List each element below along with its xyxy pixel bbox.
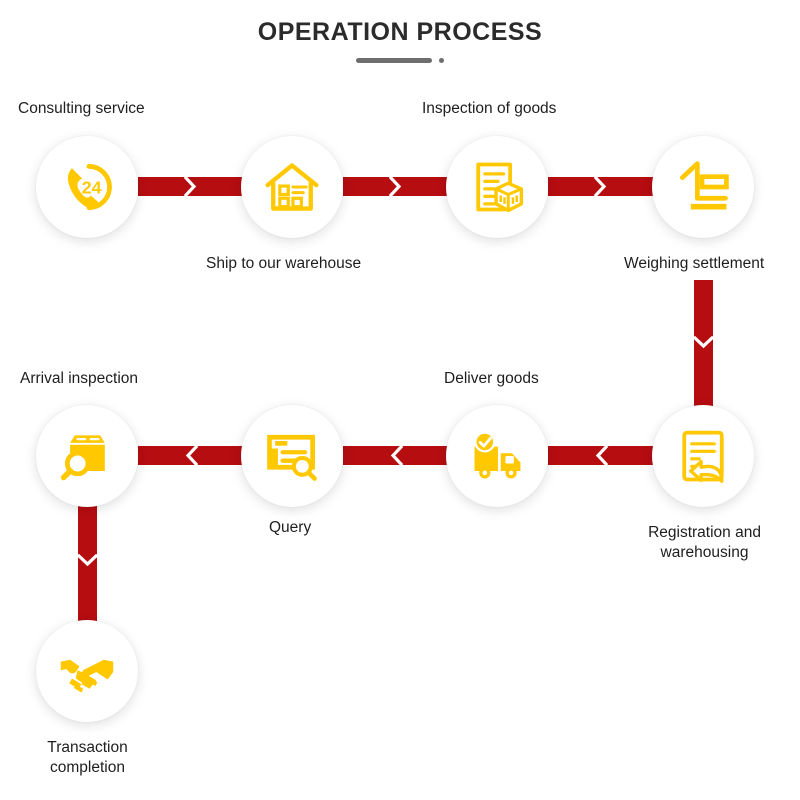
chevron-down-icon bbox=[694, 335, 713, 349]
step-label-transaction-completion: Transaction completion bbox=[47, 739, 128, 777]
step-label-inspection-of-goods: Inspection of goods bbox=[422, 100, 557, 117]
connector-3-to-4 bbox=[548, 177, 653, 196]
step-node-ship-to-warehouse[interactable] bbox=[241, 136, 343, 238]
connector-6-to-7 bbox=[343, 446, 448, 465]
handshake-icon bbox=[60, 659, 114, 693]
chevron-right-icon bbox=[183, 177, 196, 196]
document-box-inspect-icon bbox=[476, 162, 524, 213]
step-label-consulting-service: Consulting service bbox=[18, 100, 145, 117]
svg-text:24: 24 bbox=[82, 178, 102, 198]
document-search-icon bbox=[267, 434, 317, 481]
chevron-right-icon bbox=[388, 177, 401, 196]
step-node-transaction-completion[interactable] bbox=[36, 620, 138, 722]
step-label-weighing-settlement: Weighing settlement bbox=[624, 255, 765, 272]
step-label-ship-to-warehouse: Ship to our warehouse bbox=[206, 255, 362, 272]
step-label-arrival-inspection: Arrival inspection bbox=[20, 370, 139, 387]
step-node-query[interactable] bbox=[241, 405, 343, 507]
step-node-inspection-of-goods[interactable] bbox=[446, 136, 548, 238]
title-rule-dot bbox=[439, 58, 444, 63]
step-label-query: Query bbox=[269, 519, 312, 536]
connector-5-to-6 bbox=[548, 446, 653, 465]
phone-24-support-icon: 24 bbox=[67, 164, 112, 210]
step-label-deliver-goods: Deliver goods bbox=[444, 370, 539, 387]
connector-7-to-8 bbox=[138, 446, 243, 465]
chevron-left-icon bbox=[390, 446, 403, 465]
document-arrow-icon bbox=[682, 430, 724, 483]
chevron-left-icon bbox=[185, 446, 198, 465]
chevron-down-icon bbox=[78, 553, 97, 567]
weighing-scale-icon bbox=[680, 161, 729, 210]
title-rule-bar bbox=[356, 58, 432, 63]
step-node-weighing-settlement[interactable] bbox=[652, 136, 754, 238]
page-title: OPERATION PROCESS bbox=[257, 18, 543, 46]
connector-1-to-2 bbox=[138, 177, 243, 196]
step-node-registration-warehousing[interactable] bbox=[652, 405, 754, 507]
step-node-deliver-goods[interactable] bbox=[446, 405, 548, 507]
connector-4-to-5 bbox=[694, 280, 713, 406]
chevron-left-icon bbox=[595, 446, 608, 465]
step-label-registration-warehousing: Registration and warehousing bbox=[648, 524, 761, 562]
delivery-truck-icon bbox=[474, 431, 521, 479]
box-magnifier-icon bbox=[60, 435, 105, 481]
title-underline-decoration bbox=[0, 58, 800, 63]
chevron-right-icon bbox=[593, 177, 606, 196]
step-node-arrival-inspection[interactable] bbox=[36, 405, 138, 507]
connector-8-to-9 bbox=[78, 498, 97, 624]
connector-2-to-3 bbox=[343, 177, 448, 196]
step-node-consulting-service[interactable]: 24 bbox=[36, 136, 138, 238]
warehouse-house-icon bbox=[265, 163, 319, 211]
